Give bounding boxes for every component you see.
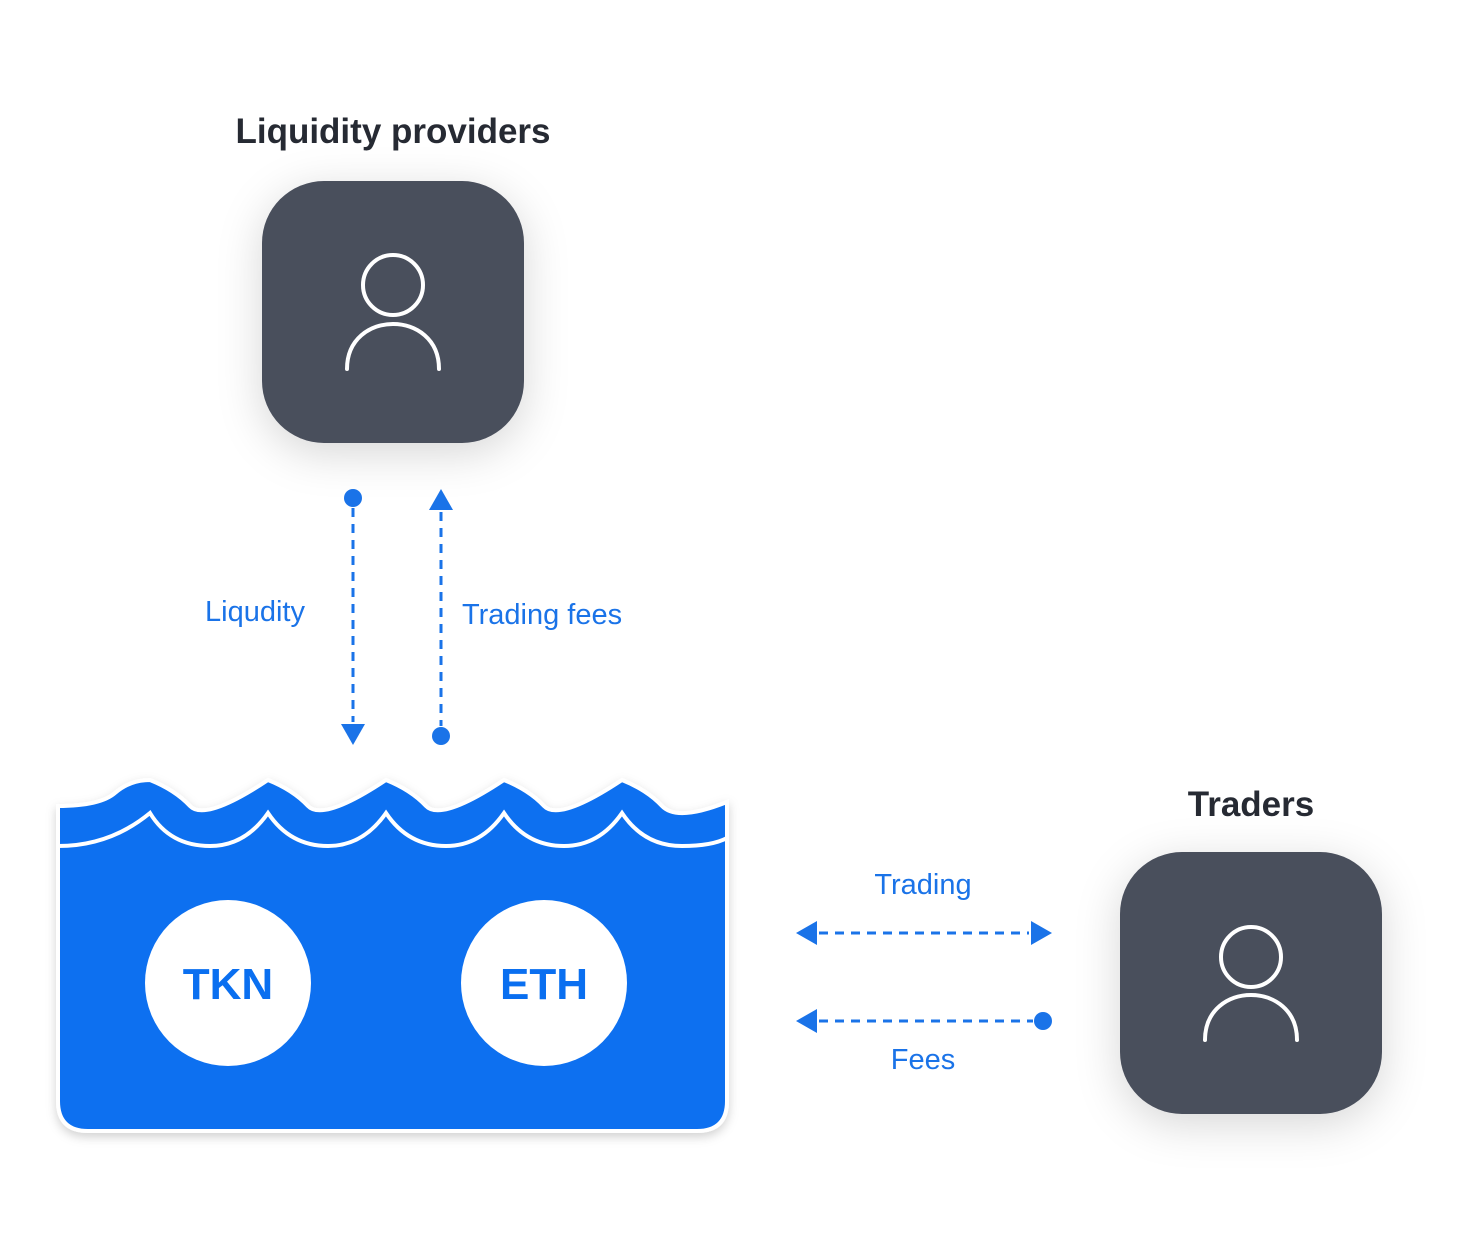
trading-label: Trading (874, 869, 971, 901)
liquidity-label: Liqudity (205, 596, 305, 628)
eth-token-label: ETH (500, 960, 588, 1009)
fees-arrow (796, 1009, 1052, 1033)
tkn-token (145, 900, 311, 1066)
user-icon (345, 253, 441, 371)
traders-title: Traders (1188, 785, 1314, 824)
tkn-token-label: TKN (183, 960, 273, 1009)
liquidity-providers-card (262, 181, 524, 443)
liquidity-providers-title: Liquidity providers (235, 112, 550, 151)
eth-token (461, 900, 627, 1066)
fees-label: Fees (891, 1044, 955, 1076)
user-icon (1203, 925, 1299, 1042)
liquidity-pool: TKN ETH (56, 777, 729, 1133)
wave-line (57, 809, 728, 849)
trading-arrow (796, 921, 1052, 945)
liquidity-arrow (341, 489, 365, 745)
traders-card (1120, 852, 1382, 1114)
trading-fees-label: Trading fees (462, 599, 622, 631)
trading-fees-arrow (429, 489, 453, 745)
